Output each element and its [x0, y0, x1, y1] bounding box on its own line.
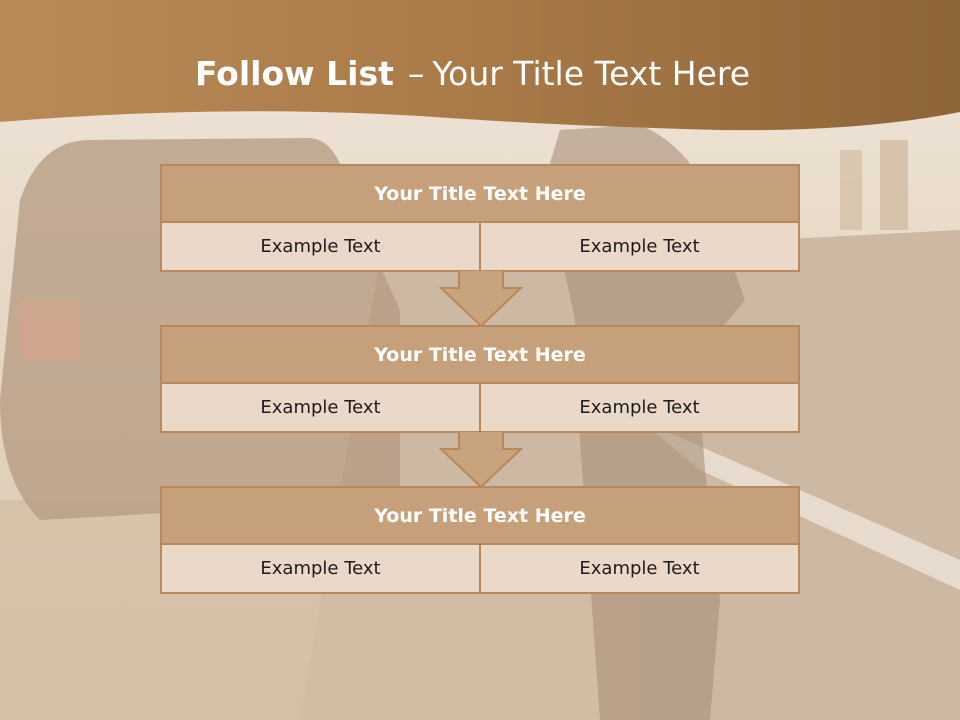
- block-row: Example Text Example Text: [162, 223, 798, 270]
- block-title: Your Title Text Here: [162, 327, 798, 384]
- block-cell-left: Example Text: [162, 545, 479, 592]
- slide-title: Follow List–Your Title Text Here: [0, 54, 945, 93]
- slide-title-bold: Follow List: [194, 54, 394, 93]
- block-cell-left: Example Text: [162, 384, 479, 431]
- block-title: Your Title Text Here: [162, 166, 798, 223]
- block-cell-left: Example Text: [162, 223, 479, 270]
- down-arrow-icon: [439, 431, 523, 489]
- block-cell-right: Example Text: [479, 384, 798, 431]
- list-block-3: Your Title Text Here Example Text Exampl…: [160, 486, 800, 594]
- list-block-1: Your Title Text Here Example Text Exampl…: [160, 164, 800, 272]
- down-arrow-icon: [439, 270, 523, 328]
- list-block-2: Your Title Text Here Example Text Exampl…: [160, 325, 800, 433]
- block-cell-right: Example Text: [479, 223, 798, 270]
- slide-title-separator: –: [407, 54, 425, 93]
- slide-title-rest: Your Title Text Here: [432, 54, 751, 93]
- block-row: Example Text Example Text: [162, 545, 798, 592]
- block-cell-right: Example Text: [479, 545, 798, 592]
- block-row: Example Text Example Text: [162, 384, 798, 431]
- block-title: Your Title Text Here: [162, 488, 798, 545]
